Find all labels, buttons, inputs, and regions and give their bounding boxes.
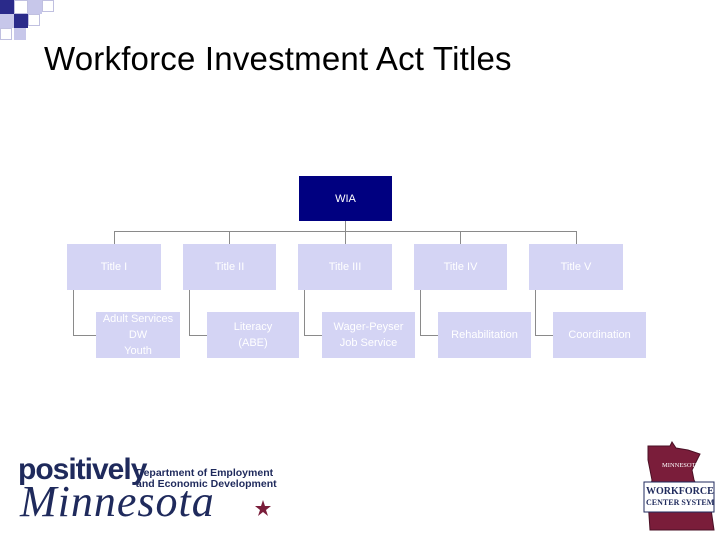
title-box-4: Title IV bbox=[414, 244, 507, 290]
sub-item-1-1: Adult Services bbox=[102, 313, 174, 325]
positively-minnesota-logo: positively Minnesota Department of Emplo… bbox=[18, 455, 288, 527]
sub-item-2-1: Literacy bbox=[233, 321, 273, 333]
sub-item-1-2: DW bbox=[128, 329, 148, 341]
connector-title-4 bbox=[460, 231, 461, 244]
logo-right-state: MINNESOTA bbox=[662, 462, 700, 469]
title-label-4: Title IV bbox=[443, 261, 478, 273]
sub-item-4-1: Rehabilitation bbox=[451, 329, 518, 341]
minnesota-state-shape-icon bbox=[643, 441, 715, 531]
sub-box-2: Literacy (ABE) bbox=[207, 312, 299, 358]
title-label-1: Title I bbox=[100, 261, 128, 273]
workforce-center-system-logo: MINNESOTA WORKFORCE CENTER SYSTEM bbox=[640, 440, 718, 536]
connector-sub-2-h bbox=[189, 335, 207, 336]
sub-box-1: Adult Services DW Youth bbox=[96, 312, 180, 358]
sub-item-3-2: Job Service bbox=[339, 337, 398, 349]
title-box-5: Title V bbox=[529, 244, 623, 290]
connector-sub-1 bbox=[73, 290, 74, 336]
slide-title: Workforce Investment Act Titles bbox=[44, 40, 512, 77]
sub-item-2-2: (ABE) bbox=[238, 337, 268, 349]
connector-sub-4-h bbox=[420, 335, 438, 336]
connector-title-2 bbox=[229, 231, 230, 244]
connector-title-5 bbox=[576, 231, 577, 244]
connector-sub-1-h bbox=[73, 335, 96, 336]
org-root-box: WIA bbox=[299, 176, 392, 221]
title-label-3: Title III bbox=[328, 261, 362, 273]
title-box-3: Title III bbox=[298, 244, 392, 290]
title-label-2: Title II bbox=[214, 261, 245, 273]
logo-dept-line-2: and Economic Development bbox=[136, 478, 277, 490]
title-box-1: Title I bbox=[67, 244, 161, 290]
connector-sub-5-h bbox=[535, 335, 553, 336]
connector-sub-3 bbox=[304, 290, 305, 336]
connector-title-1 bbox=[114, 231, 115, 244]
sub-box-5: Coordination bbox=[553, 312, 646, 358]
title-label-5: Title V bbox=[560, 261, 592, 273]
title-box-2: Title II bbox=[183, 244, 276, 290]
logo-minnesota-word: Minnesota bbox=[20, 477, 215, 526]
logo-dept-line-1: Department of Employment bbox=[136, 467, 274, 479]
logo-right-line-2: CENTER SYSTEM bbox=[646, 498, 715, 507]
connector-title-3 bbox=[345, 231, 346, 244]
sub-item-5-1: Coordination bbox=[568, 329, 631, 341]
org-root-label: WIA bbox=[335, 192, 356, 205]
connector-root-down bbox=[345, 221, 346, 232]
sub-box-3: Wager-Peyser Job Service bbox=[322, 312, 415, 358]
logo-right-line-1: WORKFORCE bbox=[646, 486, 714, 497]
connector-sub-4 bbox=[420, 290, 421, 336]
connector-sub-5 bbox=[535, 290, 536, 336]
connector-sub-2 bbox=[189, 290, 190, 336]
connector-sub-3-h bbox=[304, 335, 322, 336]
sub-item-3-1: Wager-Peyser bbox=[333, 321, 404, 333]
sub-box-4: Rehabilitation bbox=[438, 312, 531, 358]
logo-positively-word: positively bbox=[18, 453, 147, 486]
sub-item-1-3: Youth bbox=[124, 345, 152, 357]
logo-star-icon bbox=[255, 500, 271, 516]
